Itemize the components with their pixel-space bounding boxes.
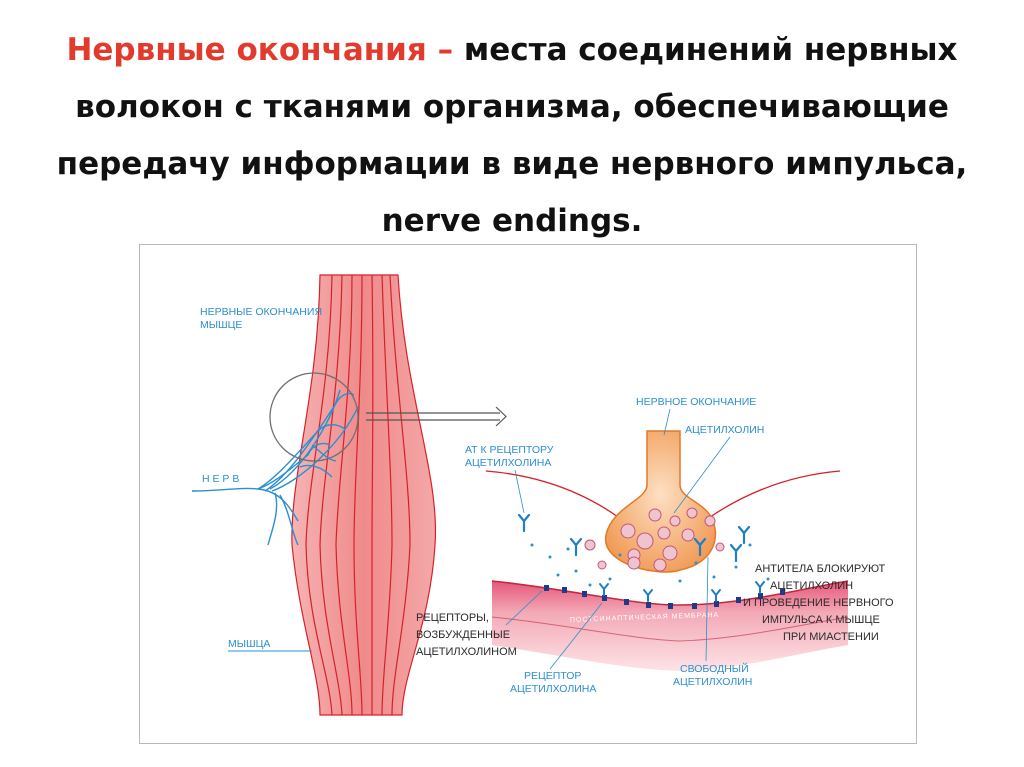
slide-title: Нервные окончания – места соединений нер… [40, 22, 984, 250]
label-at-receptor-1: АТ К РЕЦЕПТОРУ [465, 444, 554, 456]
label-acetylcholine: АЦЕТИЛХОЛИН [685, 424, 764, 436]
diagram-frame: НЕРВНЫЕ ОКОНЧАНИЯ МЫШЦЕ Н Е Р В МЫШЦА [139, 244, 917, 744]
title-term: Нервные окончания – [66, 32, 453, 68]
postsynaptic-membrane: ПОСТСИНАПТИЧЕСКАЯ МЕМБРАНА [492, 581, 848, 671]
label-receptors-excited-2: ВОЗБУЖДЕННЫЕ [416, 629, 510, 641]
label-nerve-ending: НЕРВНОЕ ОКОНЧАНИЕ [636, 396, 756, 408]
muscle [292, 275, 436, 715]
label-nerve-endings-muscle-1: НЕРВНЫЕ ОКОНЧАНИЯ [200, 306, 322, 318]
label-receptors-excited-3: АЦЕТИЛХОЛИНОМ [416, 646, 517, 658]
label-antibodies-4: ИМПУЛЬСА К МЫШЦЕ [762, 614, 880, 626]
leader-acetylcholine [674, 437, 730, 513]
label-free-ach-1: СВОБОДНЫЙ [680, 662, 749, 675]
label-nerve: Н Е Р В [202, 473, 239, 485]
neuromuscular-diagram: НЕРВНЫЕ ОКОНЧАНИЯ МЫШЦЕ Н Е Р В МЫШЦА [140, 245, 916, 743]
label-antibodies-5: ПРИ МИАСТЕНИИ [783, 631, 879, 643]
label-nerve-endings-muscle-2: МЫШЦЕ [200, 319, 242, 331]
label-antibodies-3: И ПРОВЕДЕНИЕ НЕРВНОГО [743, 597, 894, 609]
label-receptors-excited-1: РЕЦЕПТОРЫ, [416, 612, 489, 624]
label-muscle: МЫШЦА [228, 638, 270, 650]
label-antibodies-1: АНТИТЕЛА БЛОКИРУЮТ [755, 563, 885, 575]
label-at-receptor-2: АЦЕТИЛХОЛИНА [465, 457, 551, 469]
label-receptor-ach-2: АЦЕТИЛХОЛИНА [510, 683, 596, 695]
label-antibodies-2: АЦЕТИЛХОЛИН [770, 580, 853, 592]
label-receptor-ach-1: РЕЦЕПТОР [524, 670, 581, 682]
label-free-ach-2: АЦЕТИЛХОЛИН [673, 676, 752, 688]
